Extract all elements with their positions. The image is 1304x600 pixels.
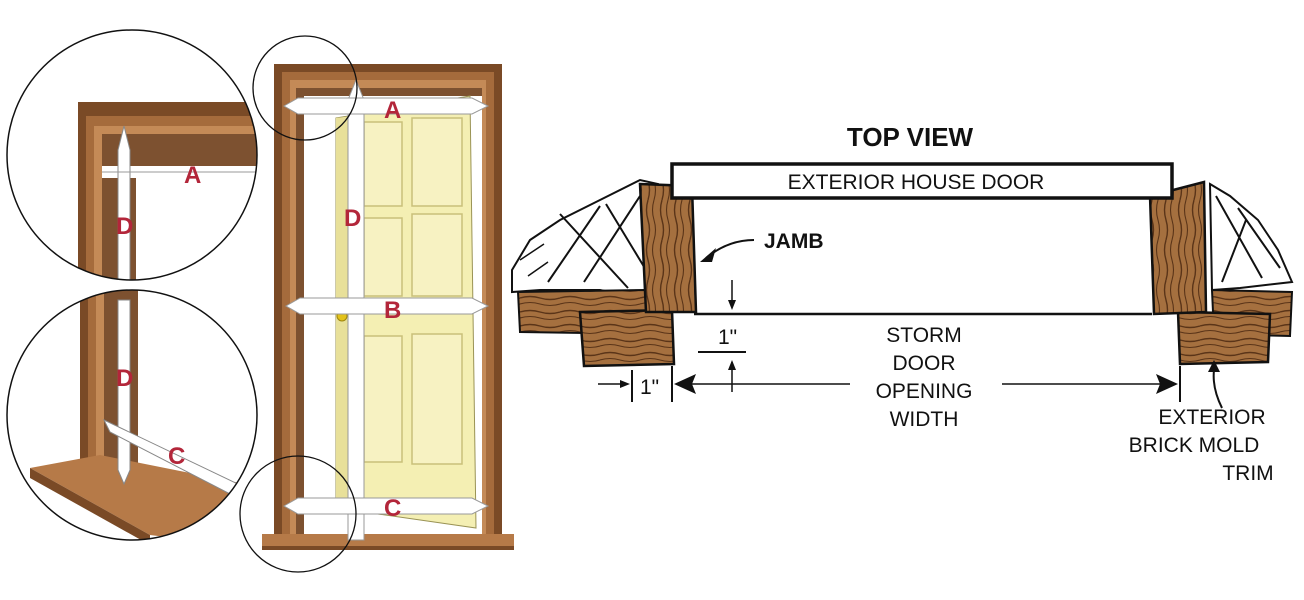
left-wall: [511, 178, 660, 297]
exterior-house-door: [670, 162, 1174, 200]
opening-line-3: OPENING: [876, 380, 973, 403]
label-c: C: [384, 495, 401, 522]
trim-line-1: EXTERIOR: [1158, 406, 1265, 429]
trim-line-3: TRIM: [1222, 462, 1273, 485]
door-front-view: A B C D: [239, 35, 514, 573]
door-label: EXTERIOR HOUSE DOOR: [788, 171, 1045, 194]
right-wall: [1208, 182, 1294, 292]
label-c-detail: C: [168, 443, 185, 470]
label-a: A: [384, 97, 401, 124]
right-brick-mold-trim: [1176, 310, 1272, 366]
top-view-section: TOP VIEW EXTERIOR HOUSE DOOR JAMB: [511, 122, 1294, 485]
label-b: B: [384, 297, 401, 324]
label-d-detail-bottom: D: [116, 365, 133, 392]
arrow-a: [282, 97, 490, 115]
jamb-label: JAMB: [764, 230, 824, 253]
trim-label: EXTERIOR BRICK MOLD TRIM: [1129, 406, 1274, 485]
top-view-title: TOP VIEW: [847, 122, 974, 152]
left-jamb: [638, 182, 698, 314]
one-inch-label-horizontal: 1": [640, 376, 659, 399]
opening-width-label: STORM DOOR OPENING WIDTH: [876, 324, 973, 431]
detail-top-corner: A D: [6, 29, 258, 281]
opening-line-1: STORM: [886, 324, 961, 347]
arrow-c: [282, 497, 490, 515]
trim-line-2: BRICK MOLD: [1129, 434, 1260, 457]
arrow-b: [284, 297, 490, 315]
right-jamb: [1148, 180, 1208, 316]
one-inch-label-vertical: 1": [718, 326, 737, 349]
detail-bottom-corner: D C: [6, 289, 258, 541]
label-d: D: [344, 205, 361, 232]
opening-line-4: WIDTH: [890, 408, 959, 431]
label-d-detail-top: D: [116, 213, 133, 240]
left-brick-mold-trim: [578, 308, 676, 368]
opening-line-2: DOOR: [893, 352, 956, 375]
label-a-detail: A: [184, 162, 201, 189]
